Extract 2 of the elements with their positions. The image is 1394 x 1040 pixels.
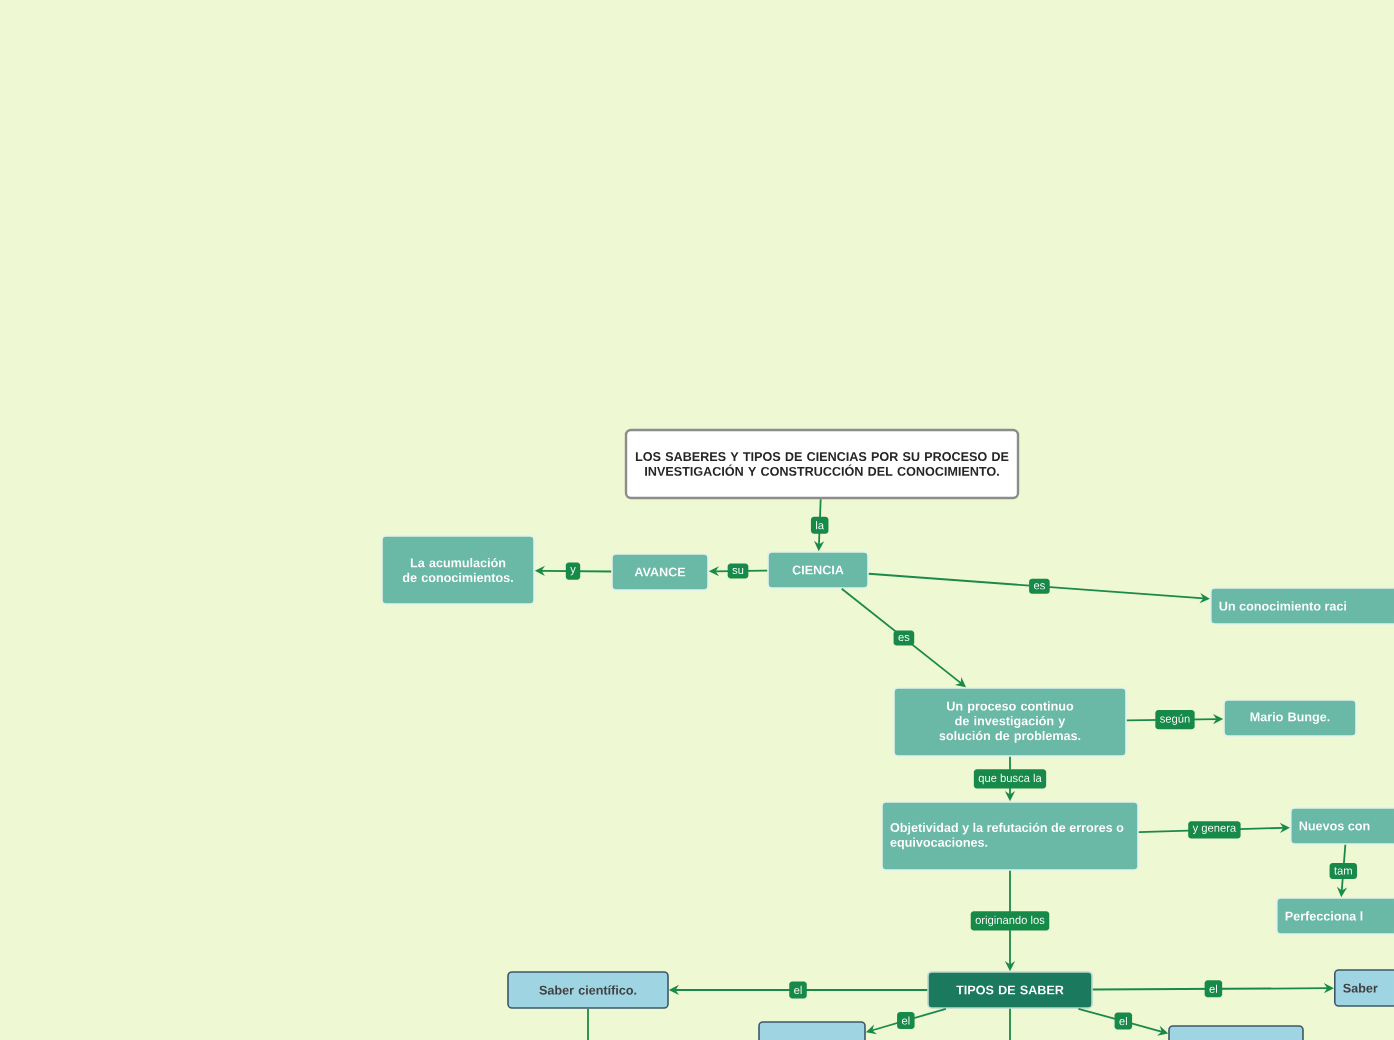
empty-box: [758, 1021, 866, 1040]
empty-box: [1168, 1025, 1304, 1040]
